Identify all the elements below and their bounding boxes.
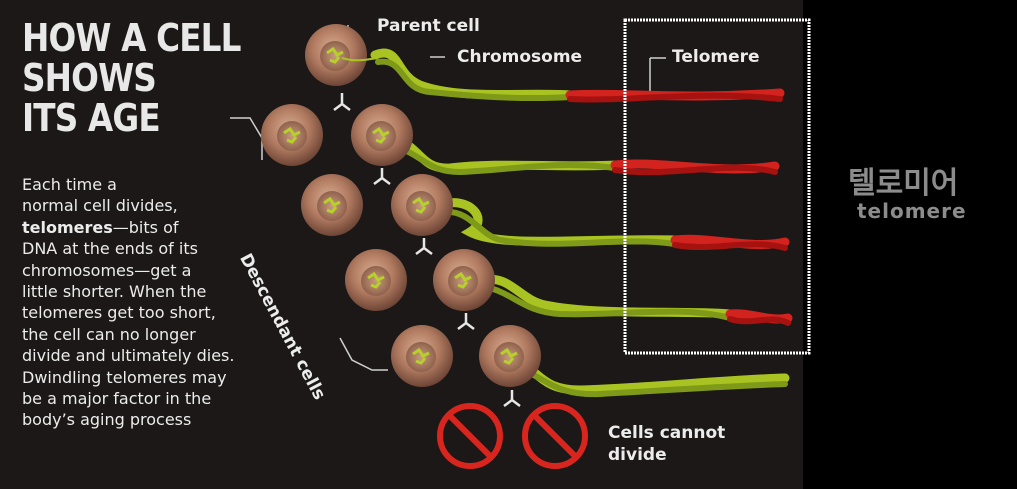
descendant-cell bbox=[351, 104, 413, 166]
description-line: little shorter. When the bbox=[22, 282, 207, 302]
telomere-pointer bbox=[649, 57, 666, 95]
chromosome-strand-3 bbox=[435, 198, 790, 251]
telomere-highlight-box bbox=[623, 18, 811, 355]
description-line: DNA at the ends of its bbox=[22, 239, 198, 259]
descendant-cell bbox=[391, 174, 453, 236]
chromosome-label: Chromosome bbox=[457, 47, 583, 67]
side-caption-area bbox=[803, 0, 1017, 489]
descendant-cell bbox=[479, 325, 541, 387]
parent-cell-label: Parent cell bbox=[377, 16, 480, 36]
description-line: divide and ultimately dies. bbox=[22, 346, 235, 366]
no-division-icon bbox=[522, 403, 588, 469]
english-caption: telomere bbox=[857, 199, 967, 223]
division-arrow-icon bbox=[457, 313, 475, 330]
division-arrow-icon bbox=[373, 168, 391, 185]
chromosome-strand-5 bbox=[510, 355, 790, 398]
infographic-title: HOW A CELL SHOWS ITS AGE bbox=[22, 18, 241, 138]
descendant-cell bbox=[261, 104, 323, 166]
title-line: ITS AGE bbox=[22, 96, 161, 140]
description-line: be a major factor in the bbox=[22, 389, 212, 409]
description-line: telomeres get too short, bbox=[22, 303, 216, 323]
title-line: HOW A CELL bbox=[22, 16, 241, 60]
description-line: body’s aging process bbox=[22, 410, 192, 430]
description-text: Each time a normal cell divides, telomer… bbox=[22, 174, 322, 431]
description-line: Dwindling telomeres may bbox=[22, 367, 227, 387]
descendant-bracket-bottom bbox=[339, 337, 388, 371]
chromosome-strand-1 bbox=[370, 48, 785, 103]
telomere-label: Telomere bbox=[672, 47, 760, 67]
description-fragment: —bits of bbox=[112, 217, 179, 237]
description-line: Each time a bbox=[22, 175, 117, 194]
chromosome-strand-4 bbox=[480, 274, 793, 326]
description-line: normal cell divides, bbox=[22, 196, 178, 216]
telomeres-emphasis: telomeres bbox=[22, 217, 113, 237]
chromosome-strand-2 bbox=[390, 135, 780, 176]
division-arrow-icon bbox=[415, 238, 433, 255]
description-line: chromosomes—get a bbox=[22, 260, 192, 280]
description-line: the cell can no longer bbox=[22, 324, 196, 344]
division-arrow-icon bbox=[503, 390, 521, 407]
descendant-cell bbox=[301, 174, 363, 236]
description-line: telomeres—bits of bbox=[22, 217, 322, 238]
descendant-cell bbox=[433, 249, 495, 311]
division-arrow-icon bbox=[333, 93, 351, 111]
korean-caption: 텔로미어 bbox=[848, 166, 959, 201]
descendant-cell bbox=[391, 325, 453, 387]
title-line: SHOWS bbox=[22, 56, 157, 100]
parent-cell bbox=[305, 24, 379, 86]
cells-cannot-divide-label-line2: divide bbox=[608, 445, 667, 465]
descendant-bracket-top bbox=[230, 117, 263, 160]
descendant-cell bbox=[345, 249, 407, 311]
no-division-icon bbox=[437, 403, 503, 469]
cells-cannot-divide-label-line1: Cells cannot bbox=[608, 423, 726, 443]
